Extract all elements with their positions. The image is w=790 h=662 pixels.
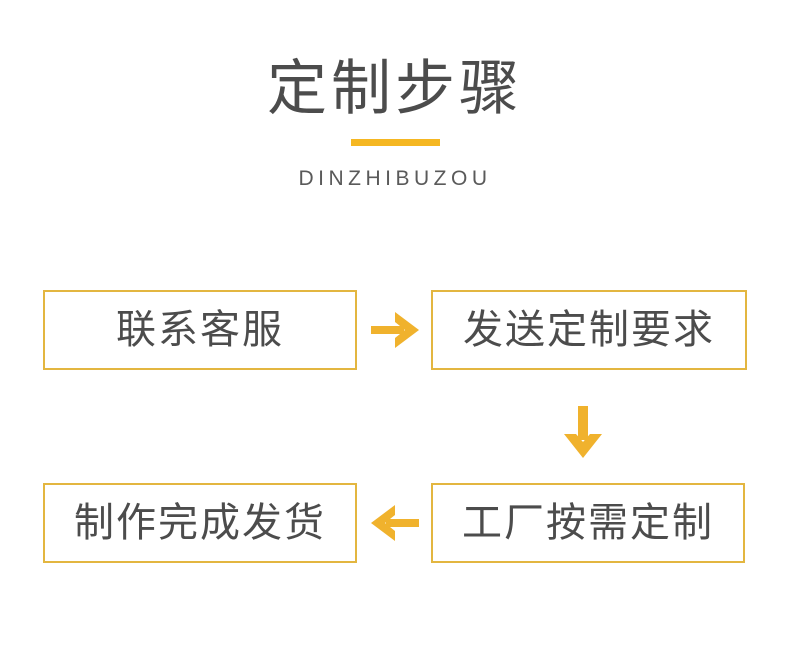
flow-step-box-3[interactable]: 工厂按需定制 (431, 483, 745, 563)
arrow-left-icon (371, 501, 419, 545)
flow-step-box-4[interactable]: 制作完成发货 (43, 483, 357, 563)
flow-step-box-2[interactable]: 发送定制要求 (431, 290, 747, 370)
title-divider (351, 139, 440, 146)
flow-step-label-3: 工厂按需定制 (462, 501, 714, 545)
page-title: 定制步骤 (267, 55, 523, 122)
flow-step-label-1: 联系客服 (116, 308, 284, 352)
flow-step-box-1[interactable]: 联系客服 (43, 290, 357, 370)
page-subtitle: DINZHIBUZOU (298, 167, 492, 190)
arrow-down-icon (560, 406, 606, 460)
flow-step-label-2: 发送定制要求 (463, 308, 715, 352)
arrow-right-icon (371, 308, 419, 352)
flow-step-label-4: 制作完成发货 (74, 501, 326, 545)
